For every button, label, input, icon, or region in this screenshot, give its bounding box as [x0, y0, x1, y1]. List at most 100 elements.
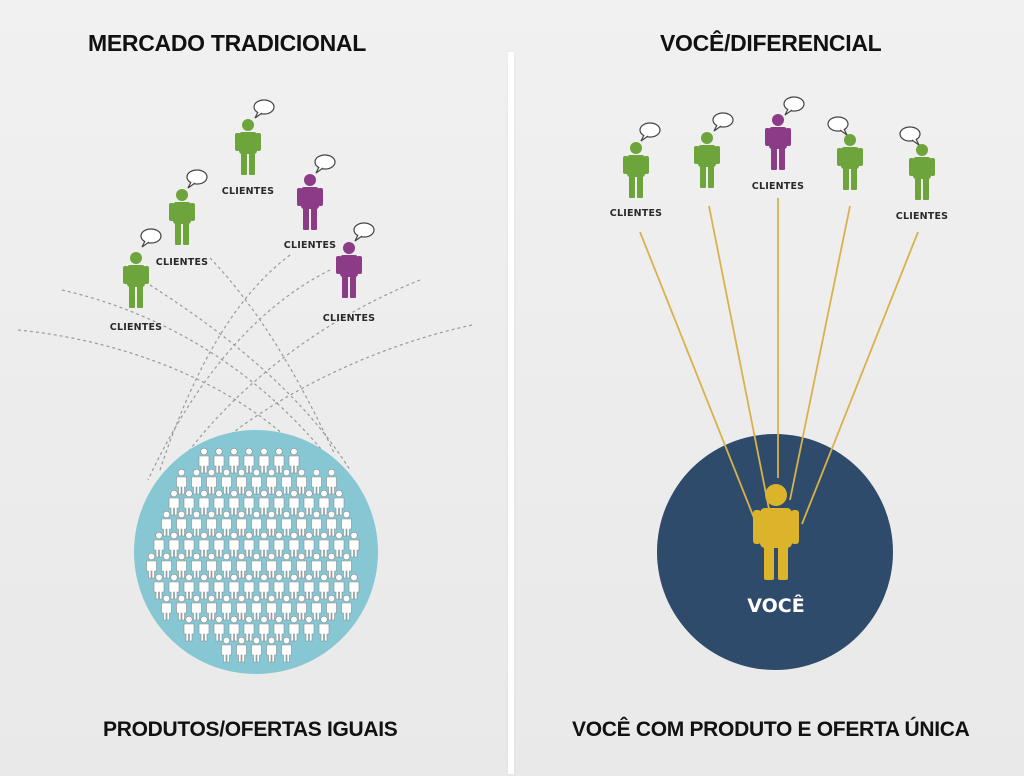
crowd-person-icon: [341, 510, 352, 537]
you-label: VOCÊ: [747, 594, 804, 617]
person-icon: [765, 114, 791, 170]
crowd-person-icon: [296, 510, 307, 537]
person-icon: [694, 132, 720, 188]
crowd-person-icon: [288, 447, 300, 474]
crowd-person-icon: [198, 615, 210, 642]
crowd-person-icon: [281, 468, 292, 495]
crowd-person-icon: [236, 552, 247, 579]
client-figure-1: CLIENTES: [610, 122, 662, 219]
crowd-person-icon: [243, 447, 255, 474]
crowd-person-icon: [281, 594, 292, 621]
crowd-person-icon: [288, 573, 300, 600]
dotted-line: [17, 329, 301, 451]
crowd-person-icon: [333, 489, 345, 516]
crowd-person-icon: [341, 594, 352, 621]
crowd-person-icon: [191, 552, 202, 579]
crowd-person-icon: [206, 594, 217, 621]
connection-line: [801, 231, 919, 525]
crowd-person-icon: [326, 468, 337, 495]
crowd-person-icon: [288, 531, 300, 558]
client-figure-5: CLIENTES: [896, 126, 948, 222]
crowd-person-icon: [333, 573, 345, 600]
crowd-person-icon: [273, 573, 285, 600]
crowd-person-icon: [303, 615, 315, 642]
crowd-person-icon: [176, 552, 187, 579]
speech-bubble-icon: [712, 112, 734, 132]
crowd-person-icon: [221, 636, 232, 663]
differential-caption: VOCÊ COM PRODUTO E OFERTA ÚNICA: [572, 718, 970, 741]
crowd-person-icon: [153, 573, 165, 600]
client-figure-5: CLIENTES: [323, 222, 375, 324]
crowd-person-icon: [243, 615, 255, 642]
client-figure-4: CLIENTES: [284, 154, 336, 251]
crowd-person-icon: [161, 594, 172, 621]
person-icon: [235, 119, 261, 175]
client-label: CLIENTES: [222, 186, 274, 197]
crowd-person-icon: [206, 510, 217, 537]
client-label: CLIENTES: [323, 313, 375, 324]
person-icon: [909, 144, 935, 200]
crowd-person-icon: [146, 552, 157, 579]
connection-line: [639, 231, 757, 524]
crowd-person-icon: [266, 510, 277, 537]
person-icon: [837, 134, 863, 190]
crowd-person-icon: [281, 552, 292, 579]
crowd-person-icon: [183, 615, 195, 642]
person-icon: [123, 252, 149, 308]
crowd-person-icon: [273, 447, 285, 474]
crowd-person-icon: [303, 531, 315, 558]
speech-bubble-icon: [314, 154, 336, 174]
crowd-person-icon: [161, 510, 172, 537]
traditional-market-title: MERCADO TRADICIONAL: [88, 30, 366, 56]
crowd-person-icon: [243, 489, 255, 516]
person-icon: [623, 142, 649, 198]
crowd-person-icon: [266, 636, 277, 663]
crowd-person-icon: [341, 552, 352, 579]
crowd-person-icon: [281, 636, 292, 663]
crowd-person-icon: [273, 489, 285, 516]
crowd-person-icon: [228, 531, 240, 558]
traditional-market-caption: PRODUTOS/OFERTAS IGUAIS: [103, 718, 398, 741]
crowd-person-icon: [296, 552, 307, 579]
crowd-person-icon: [228, 573, 240, 600]
client-label: CLIENTES: [156, 257, 208, 268]
crowd-person-icon: [213, 573, 225, 600]
crowd-person-icon: [198, 489, 210, 516]
crowd-person-icon: [288, 615, 300, 642]
person-icon: [753, 484, 799, 580]
speech-bubble-icon: [140, 228, 162, 248]
client-label: CLIENTES: [110, 322, 162, 333]
crowd-person-icon: [251, 594, 262, 621]
crowd-person-icon: [251, 468, 262, 495]
crowd-person-icon: [333, 531, 345, 558]
crowd-person-icon: [168, 489, 180, 516]
dotted-line: [204, 324, 473, 456]
dotted-line: [61, 289, 331, 461]
crowd-person-icon: [206, 468, 217, 495]
crowd-person-icon: [183, 573, 195, 600]
crowd-person-icon: [258, 573, 270, 600]
you-figure: VOCÊ: [747, 484, 805, 617]
crowd-person-icon: [296, 594, 307, 621]
crowd-person-icon: [213, 615, 225, 642]
crowd-person-icon: [251, 636, 262, 663]
crowd-person-icon: [258, 489, 270, 516]
client-figure-4: [827, 116, 863, 190]
crowd-person-icon: [318, 573, 330, 600]
crowd-person-icon: [191, 510, 202, 537]
person-icon: [336, 242, 362, 298]
person-icon: [297, 174, 323, 230]
speech-bubble-icon: [783, 96, 805, 116]
crowd-person-icon: [311, 594, 322, 621]
speech-bubble-icon: [353, 222, 375, 242]
crowd-person-icon: [348, 531, 360, 558]
crowd-person-icon: [176, 594, 187, 621]
crowd-person-icon: [243, 573, 255, 600]
crowd-person-icon: [303, 573, 315, 600]
client-label: CLIENTES: [896, 211, 948, 222]
dotted-connections: [17, 254, 473, 481]
crowd-icon: [146, 447, 360, 663]
crowd-person-icon: [228, 489, 240, 516]
crowd-person-icon: [281, 510, 292, 537]
crowd-person-icon: [206, 552, 217, 579]
